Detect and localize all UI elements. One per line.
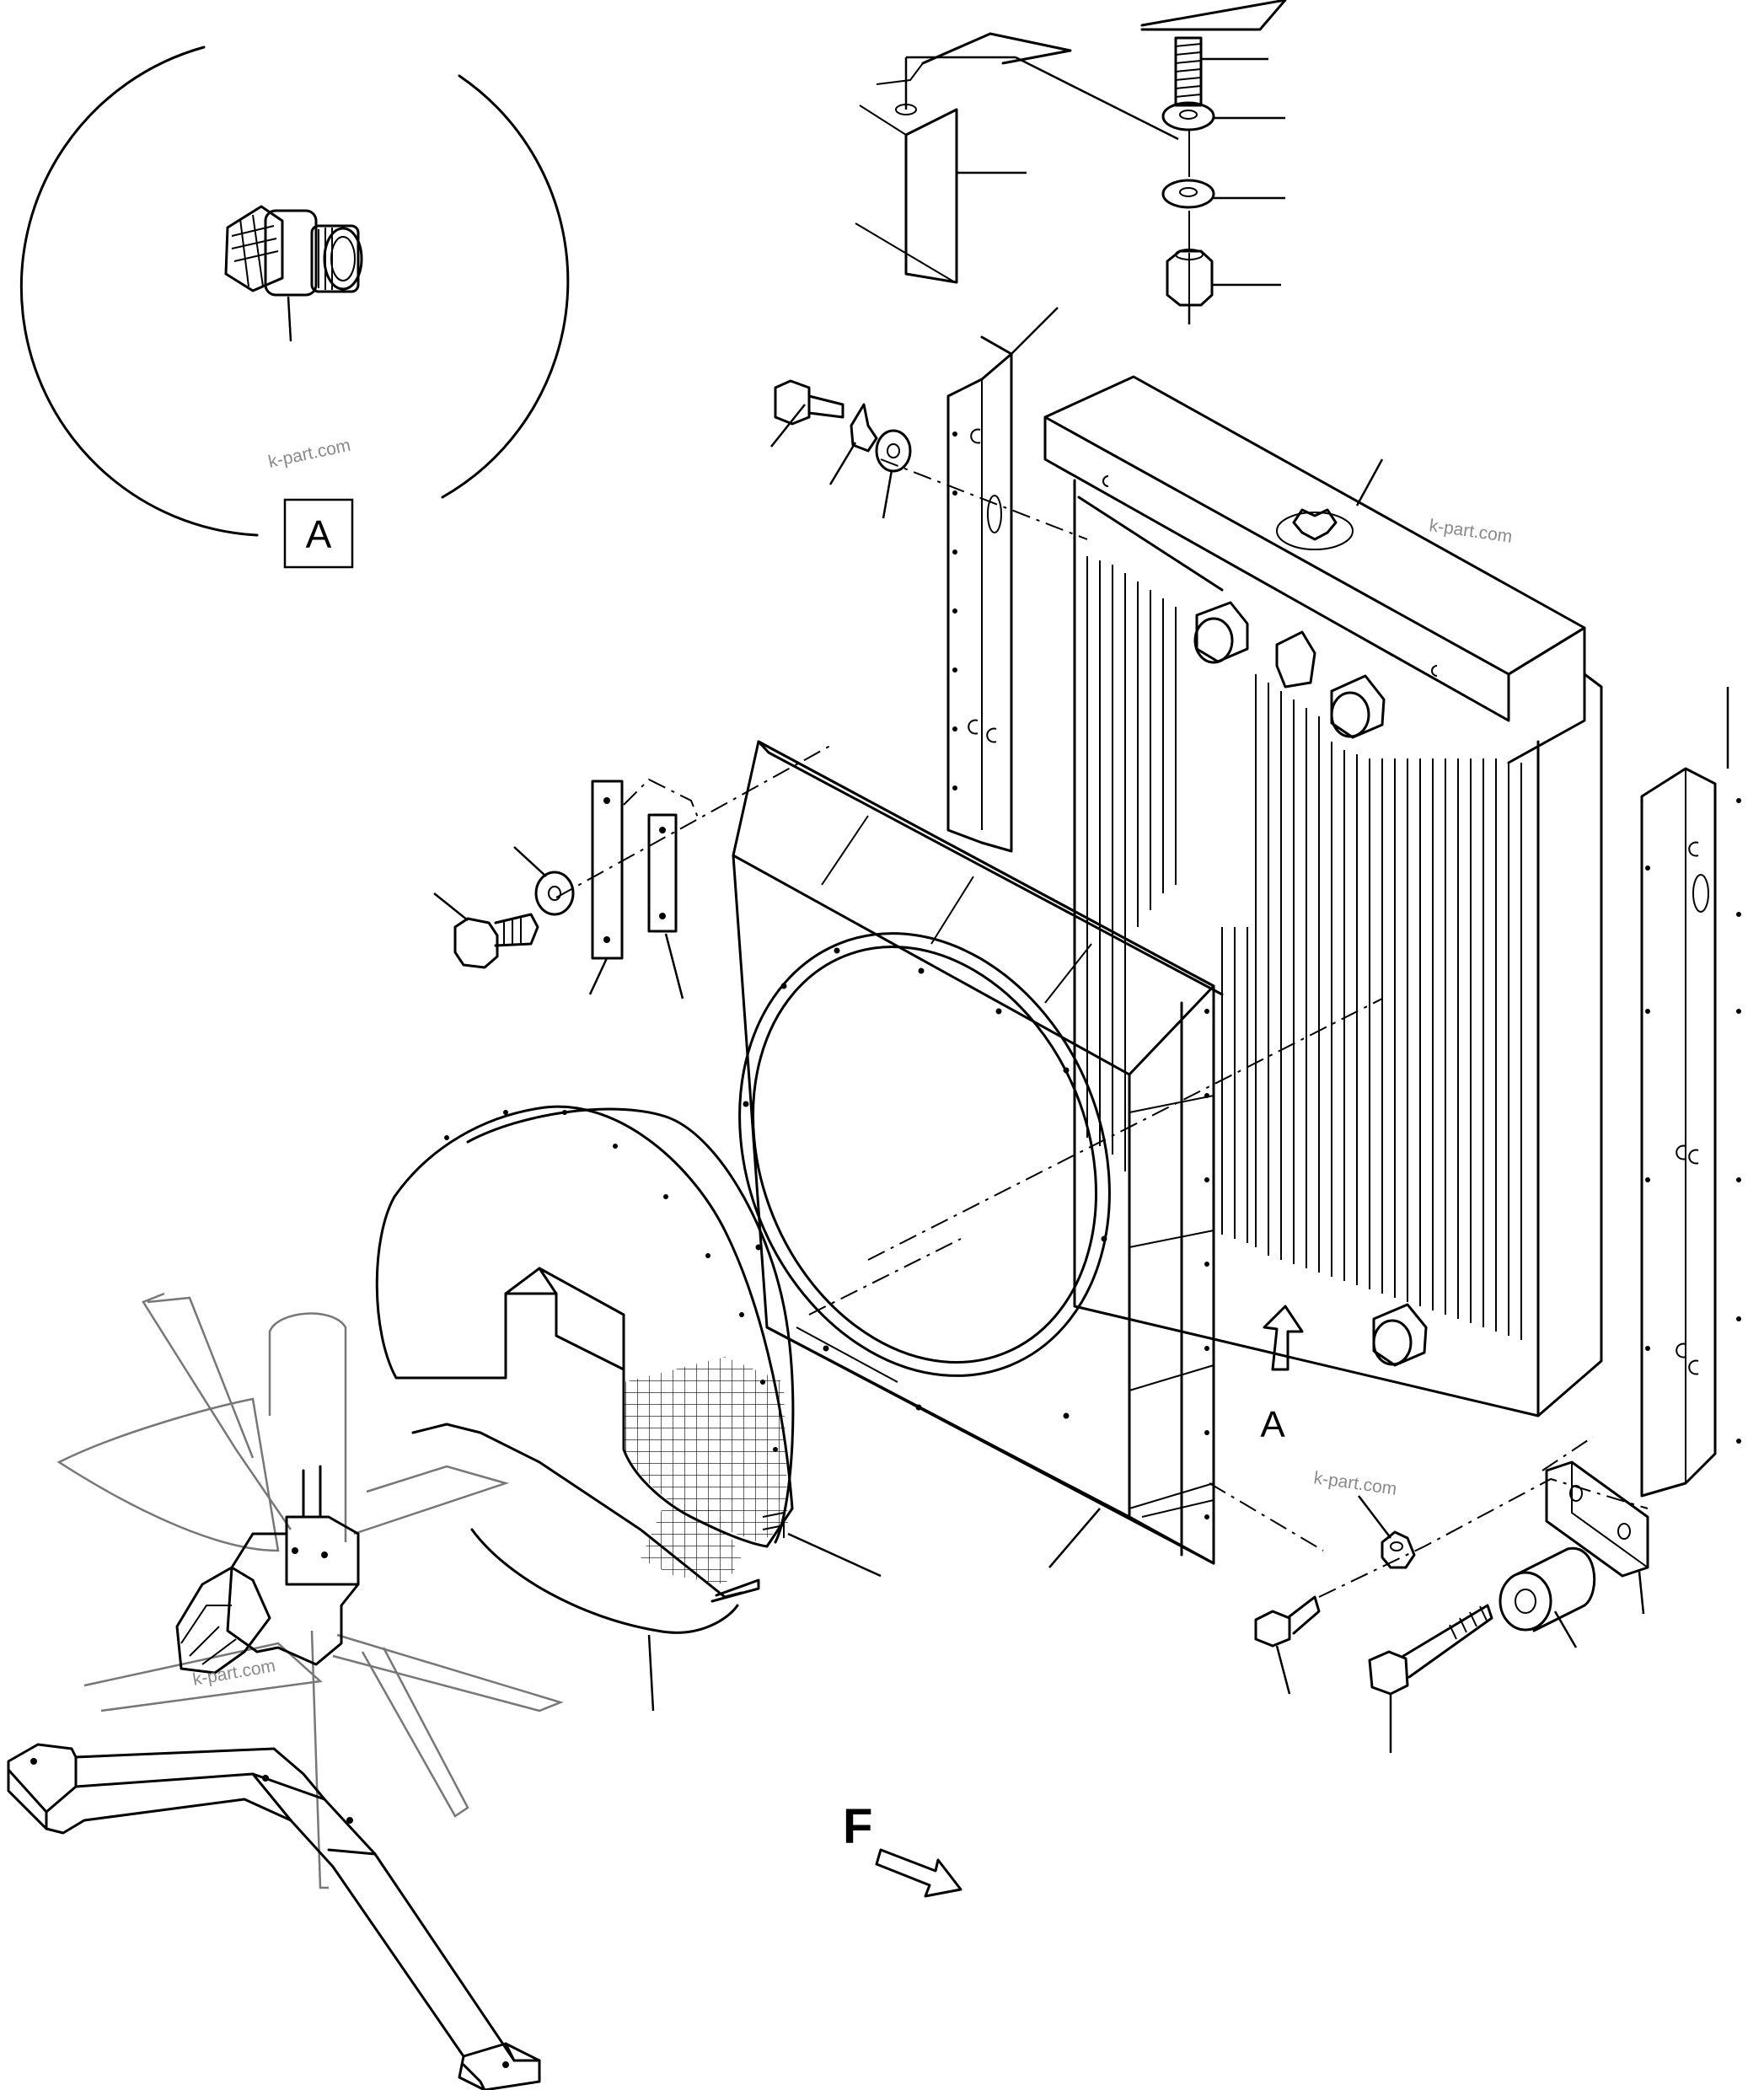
spacer-icon xyxy=(1499,1546,1596,1632)
upper-mount-wedge xyxy=(855,32,1179,284)
washer-icon xyxy=(875,429,912,473)
watermark-text: k-part.com xyxy=(1428,516,1513,547)
temperature-sensor-icon xyxy=(224,205,363,297)
plate-icon xyxy=(1545,1460,1649,1578)
washer-icon xyxy=(1161,101,1215,131)
bolt-icon xyxy=(1254,1595,1321,1648)
view-direction-arrow-icon xyxy=(1263,1305,1304,1371)
bolt-washer-set-middle xyxy=(433,846,575,969)
left-side-bracket xyxy=(946,307,1059,853)
mounting-plates xyxy=(555,745,831,999)
detail-label-box xyxy=(283,498,354,569)
fan-shroud xyxy=(732,740,1224,1568)
front-label: F xyxy=(843,1799,872,1854)
bolt-icon xyxy=(774,379,844,426)
fan-guard xyxy=(375,998,1383,1712)
watermark-text: k-part.com xyxy=(191,1656,277,1690)
cooling-fan xyxy=(56,1292,564,1889)
radiator-core-fins xyxy=(1086,556,1522,1340)
hose-connector-icon xyxy=(1193,601,1249,664)
lower-right-fasteners: k-part.com xyxy=(1209,1436,1649,1753)
nut-icon xyxy=(1166,249,1214,307)
bolt-icon xyxy=(453,913,539,969)
watermark-text: k-part.com xyxy=(1312,1468,1397,1499)
washer-icon xyxy=(534,871,575,916)
nut-icon xyxy=(1381,1530,1416,1569)
top-fastener-stack xyxy=(1140,0,1287,324)
detail-label-a: A xyxy=(306,512,332,556)
watermark-text: k-part.com xyxy=(266,436,352,472)
hose-connector-icon xyxy=(1372,1303,1428,1367)
hose-connector-icon xyxy=(1275,630,1316,689)
washer-icon xyxy=(1161,179,1215,209)
front-arrow-icon xyxy=(875,1848,962,1898)
radiator-cap-icon xyxy=(1276,508,1354,550)
detail-view-a: k-part.com A xyxy=(19,46,570,569)
hose-connector-icon xyxy=(1330,674,1386,739)
front-indicator: F xyxy=(843,1799,962,1898)
fan-support-frame xyxy=(7,1743,541,2090)
view-arrow-label: A xyxy=(1260,1404,1285,1445)
bolt-washer-set-upper xyxy=(770,379,1088,540)
bolt-icon xyxy=(1174,36,1203,107)
right-side-bracket xyxy=(1640,687,1741,1498)
long-bolt-icon xyxy=(1368,1604,1493,1696)
